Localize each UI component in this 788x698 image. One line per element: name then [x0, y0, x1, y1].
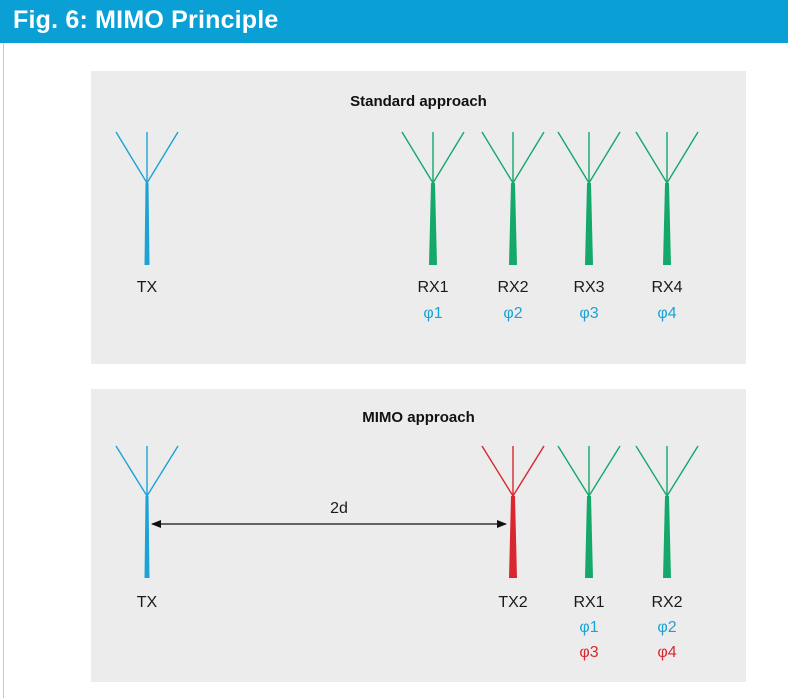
standard-rx1-label: RX1: [417, 279, 449, 296]
mimo-rx2-phase-2: φ4: [657, 644, 677, 661]
mimo-rx2-phase-1: φ2: [657, 619, 677, 636]
standard-rx3-antenna-icon: [557, 131, 621, 265]
standard-rx3-phase: φ3: [579, 305, 599, 322]
mimo-tx2-label: TX2: [498, 594, 528, 611]
standard-rx1-phase: φ1: [423, 305, 443, 322]
standard-rx2-antenna-icon: [481, 131, 545, 265]
mimo-tx2-antenna-icon: [481, 445, 545, 578]
standard-rx2-phase: φ2: [503, 305, 523, 322]
standard-rx2-label: RX2: [497, 279, 529, 296]
mimo-approach-title: MIMO approach: [362, 409, 475, 426]
standard-rx1-antenna-icon: [401, 131, 465, 265]
mimo-rx1-phase-1: φ1: [579, 619, 599, 636]
standard-approach-title: Standard approach: [350, 93, 487, 110]
mimo-rx1-phase-2: φ3: [579, 644, 599, 661]
standard-rx4-antenna-icon: [635, 131, 699, 265]
figure-title: Fig. 6: MIMO Principle: [13, 6, 279, 34]
standard-tx-label: TX: [136, 279, 158, 296]
standard-tx-antenna-icon: [115, 131, 179, 265]
mimo-tx-label: TX: [136, 594, 158, 611]
mimo-rx2-antenna-icon: [635, 445, 699, 578]
standard-approach-panel: Standard approach: [91, 71, 746, 364]
standard-rx4-phase: φ4: [657, 305, 677, 322]
mimo-rx1-antenna-icon: [557, 445, 621, 578]
standard-rx4-label: RX4: [651, 279, 683, 296]
mimo-rx1-label: RX1: [573, 594, 605, 611]
mimo-tx-antenna-icon: [115, 445, 179, 578]
left-border-line: [3, 43, 4, 698]
standard-rx3-label: RX3: [573, 279, 605, 296]
figure-header: Fig. 6: MIMO Principle: [0, 0, 788, 43]
mimo-approach-panel: MIMO approach: [91, 389, 746, 682]
mimo-rx2-label: RX2: [651, 594, 683, 611]
distance-label: 2d: [330, 500, 348, 517]
